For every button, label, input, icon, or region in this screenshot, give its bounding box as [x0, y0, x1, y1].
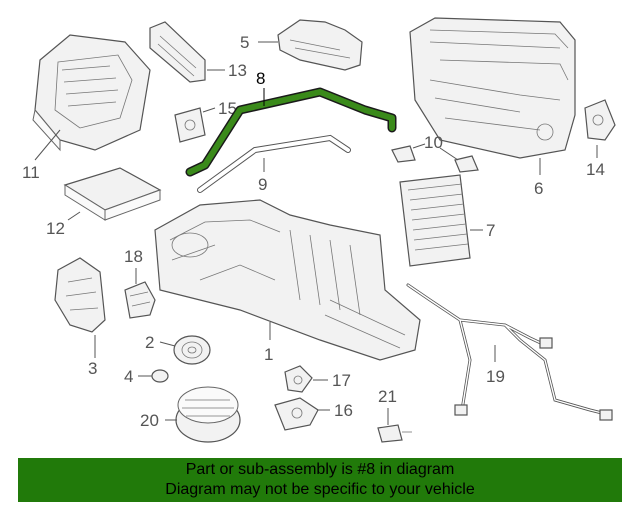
callout-1[interactable]: 1 — [264, 345, 273, 364]
callout-6[interactable]: 6 — [534, 179, 543, 198]
callout-9[interactable]: 9 — [258, 175, 267, 194]
leader-10b — [439, 147, 459, 161]
part-9-hose[interactable] — [197, 134, 351, 193]
leader-15 — [202, 107, 216, 113]
part-8-drain-hose[interactable] — [185, 87, 397, 177]
part-19-wiring-harness[interactable] — [406, 283, 613, 421]
part-7-heater-core[interactable] — [399, 174, 471, 267]
callout-5[interactable]: 5 — [240, 33, 249, 52]
part-11-housing[interactable] — [32, 34, 151, 152]
callout-10[interactable]: 10 — [424, 133, 443, 152]
callout-18[interactable]: 18 — [124, 247, 143, 266]
callout-19[interactable]: 19 — [486, 367, 505, 386]
part-15-actuator[interactable] — [174, 107, 206, 143]
callout-16[interactable]: 16 — [334, 401, 353, 420]
part-4-small-part[interactable] — [151, 369, 169, 383]
callout-4[interactable]: 4 — [124, 367, 133, 386]
part-3-duct[interactable] — [54, 257, 106, 333]
part-10-clips[interactable] — [391, 145, 479, 173]
part-14-actuator[interactable] — [584, 99, 616, 141]
leader-12 — [67, 211, 81, 221]
callout-11[interactable]: 11 — [22, 163, 40, 182]
part-12-filter[interactable] — [63, 167, 162, 221]
banner-line-1: Part or sub-assembly is #8 in diagram — [185, 461, 455, 478]
part-1-main-housing[interactable] — [154, 199, 421, 361]
callout-12[interactable]: 12 — [46, 219, 65, 238]
callout-17[interactable]: 17 — [332, 371, 351, 390]
part-13-bracket[interactable] — [149, 21, 206, 83]
part-21-sensor[interactable] — [377, 424, 412, 443]
part-18-module[interactable] — [124, 281, 156, 319]
callout-8[interactable]: 8 — [256, 69, 265, 88]
callout-21[interactable]: 21 — [378, 387, 397, 406]
part-17-actuator[interactable] — [284, 365, 313, 393]
callout-13[interactable]: 13 — [228, 61, 247, 80]
part-2-blower-wheel[interactable] — [173, 335, 211, 365]
info-banner: Part or sub-assembly is #8 in diagram Di… — [18, 458, 622, 502]
banner-line-2: Diagram may not be specific to your vehi… — [165, 481, 475, 498]
part-20-blower-motor[interactable] — [175, 386, 241, 443]
callout-15[interactable]: 15 — [218, 99, 237, 118]
leader-2 — [159, 341, 176, 347]
callout-2[interactable]: 2 — [145, 333, 154, 352]
part-5-duct[interactable] — [277, 19, 363, 71]
part-16-actuator[interactable] — [274, 397, 319, 431]
part-6-case[interactable] — [409, 17, 576, 159]
callout-14[interactable]: 14 — [586, 160, 605, 179]
parts-diagram: 11 13 15 5 8 9 6 — [22, 17, 616, 443]
leader-11 — [34, 129, 61, 161]
callout-7[interactable]: 7 — [486, 221, 495, 240]
callout-20[interactable]: 20 — [140, 411, 159, 430]
callout-3[interactable]: 3 — [88, 359, 97, 378]
leader-10a — [412, 143, 426, 149]
